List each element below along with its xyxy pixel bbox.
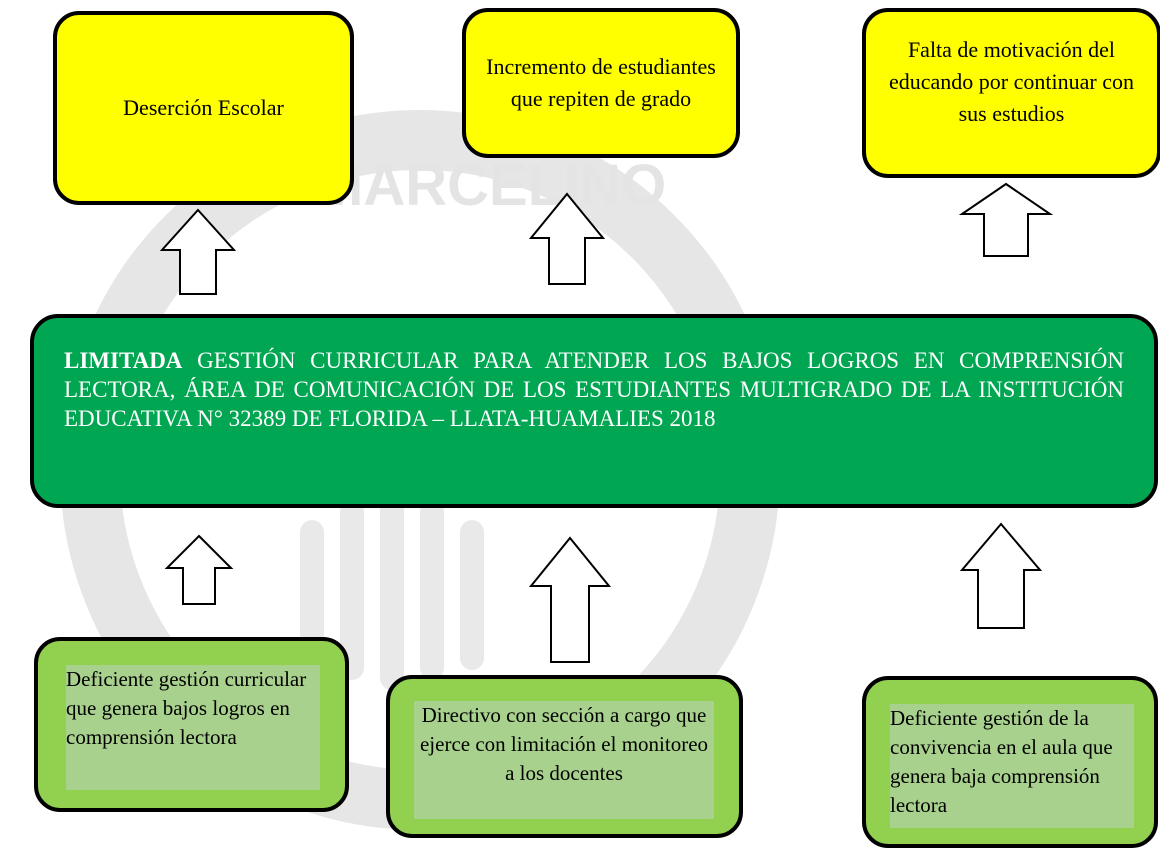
problem-rest: GESTIÓN CURRICULAR PARA ATENDER LOS BAJO… xyxy=(64,348,1124,431)
cause-text: Deficiente gestión de la convivencia en … xyxy=(890,704,1134,828)
arrow-up-icon xyxy=(528,536,612,663)
cause-box-curricular-management: Deficiente gestión curricular que genera… xyxy=(34,637,349,812)
arrow-up-icon xyxy=(164,534,234,605)
central-problem-box: LIMITADA GESTIÓN CURRICULAR PARA ATENDER… xyxy=(30,314,1158,508)
effect-box-dropout: Deserción Escolar xyxy=(53,11,354,205)
problem-bold-word: LIMITADA xyxy=(64,348,183,373)
effect-box-lack-motivation: Falta de motivación del educando por con… xyxy=(862,8,1160,178)
cause-box-coexistence: Deficiente gestión de la convivencia en … xyxy=(862,676,1158,848)
effect-text: Deserción Escolar xyxy=(123,95,284,120)
arrow-up-icon xyxy=(159,208,237,295)
arrow-up-icon xyxy=(528,192,606,285)
arrow-up-icon xyxy=(959,522,1043,629)
effect-box-grade-repetition: Incremento de estudiantes que repiten de… xyxy=(462,8,740,158)
effect-text: Incremento de estudiantes que repiten de… xyxy=(486,54,716,111)
watermark-text: MARCELINO xyxy=(315,153,666,218)
cause-text: Directivo con sección a cargo que ejerce… xyxy=(414,701,714,819)
effect-text: Falta de motivación del educando por con… xyxy=(889,37,1134,126)
cause-text: Deficiente gestión curricular que genera… xyxy=(66,665,320,790)
arrow-up-icon xyxy=(958,182,1054,257)
problem-text: LIMITADA GESTIÓN CURRICULAR PARA ATENDER… xyxy=(64,348,1124,431)
cause-box-monitoring: Directivo con sección a cargo que ejerce… xyxy=(386,675,743,838)
